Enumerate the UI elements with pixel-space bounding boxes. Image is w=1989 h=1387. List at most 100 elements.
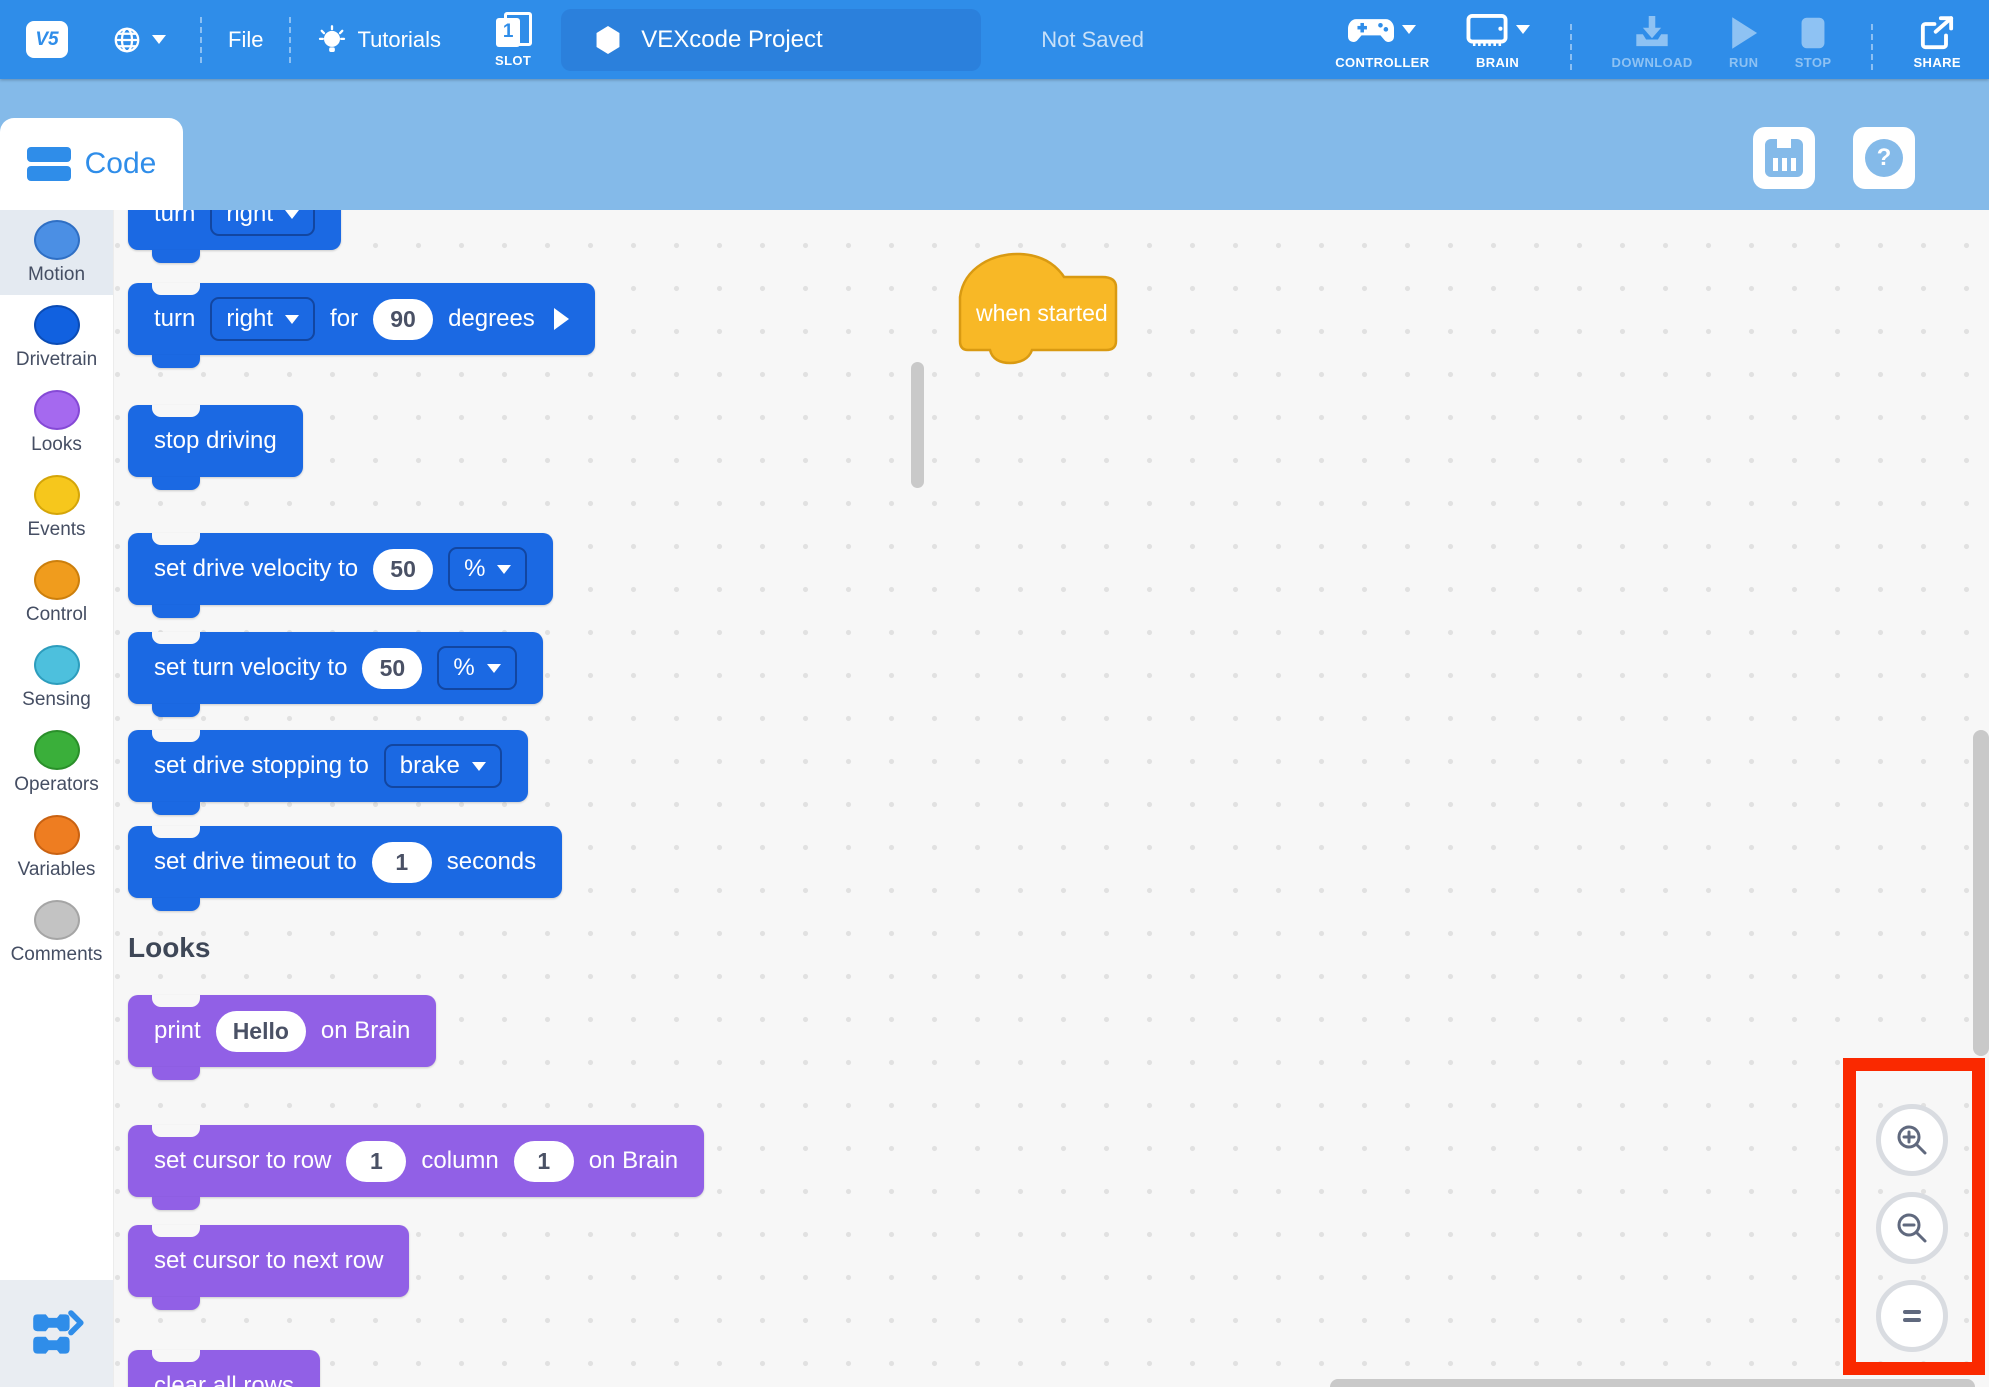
sidebar-item-looks[interactable]: Looks <box>0 380 113 465</box>
sidebar-item-label: Looks <box>31 433 82 455</box>
sidebar-item-drivetrain[interactable]: Drivetrain <box>0 295 113 380</box>
block-set-drive-stopping[interactable]: set drive stopping to brake <box>128 730 528 815</box>
toolbar-separator <box>1569 23 1572 70</box>
sidebar-item-label: Operators <box>14 773 99 795</box>
brain-menu[interactable]: BRAIN <box>1466 10 1530 70</box>
canvas-vertical-scrollbar[interactable] <box>1973 730 1989 1056</box>
zoom-in-icon <box>1897 1125 1927 1155</box>
block-text: on Brain <box>320 1017 411 1044</box>
expand-arrow-icon[interactable] <box>553 308 569 330</box>
sidebar-item-motion[interactable]: Motion <box>0 210 113 295</box>
block-set-cursor-next-row[interactable]: set cursor to next row <box>128 1225 410 1310</box>
stop-button[interactable]: STOP <box>1795 16 1832 70</box>
block-text: on Brain <box>588 1147 679 1174</box>
zoom-out-button[interactable] <box>1876 1192 1948 1264</box>
tab-code-label: Code <box>84 147 157 180</box>
blocks-workspace: Motion Drivetrain Looks Events Control S… <box>0 210 1989 1387</box>
vex-logo[interactable]: V5 <box>26 21 68 58</box>
help-button[interactable]: ? <box>1853 127 1915 189</box>
sidebar-item-sensing[interactable]: Sensing <box>0 635 113 720</box>
tutorials-button[interactable]: Tutorials <box>317 24 441 56</box>
download-label: DOWNLOAD <box>1611 54 1693 70</box>
share-button[interactable]: SHARE <box>1913 15 1961 70</box>
controller-icon <box>1348 18 1395 42</box>
code-header: Code ? <box>0 79 1989 210</box>
dropdown-value: right <box>226 210 274 227</box>
share-icon <box>1921 15 1954 49</box>
caret-down-icon <box>1515 25 1530 34</box>
block-set-drive-velocity[interactable]: set drive velocity to 50 % <box>128 533 554 618</box>
block-set-turn-velocity[interactable]: set turn velocity to 50 % <box>128 632 543 717</box>
caret-down-icon <box>1402 25 1417 34</box>
tab-code[interactable]: Code <box>0 118 183 210</box>
unit-dropdown[interactable]: % <box>437 646 517 690</box>
comments-category-icon <box>33 899 80 940</box>
vex-logo-text: V5 <box>35 28 59 50</box>
canvas-horizontal-scrollbar[interactable] <box>1330 1379 1975 1387</box>
block-print-on-brain[interactable]: print Hello on Brain <box>128 995 437 1080</box>
print-text-input[interactable]: Hello <box>215 1010 306 1052</box>
zoom-reset-button[interactable] <box>1876 1280 1948 1352</box>
share-label: SHARE <box>1913 54 1961 70</box>
run-label: RUN <box>1729 54 1759 70</box>
sidebar-item-operators[interactable]: Operators <box>0 720 113 805</box>
stop-icon <box>1801 17 1825 48</box>
zoom-reset-icon <box>1903 1310 1921 1322</box>
drivetrain-category-icon <box>33 304 80 345</box>
block-clear-all-rows[interactable]: clear all rows <box>128 1350 321 1387</box>
play-icon <box>1731 16 1757 49</box>
caret-down-icon <box>486 663 501 673</box>
timeout-input[interactable]: 1 <box>371 841 432 883</box>
sidebar-item-label: Sensing <box>22 688 91 710</box>
zoom-in-button[interactable] <box>1876 1104 1948 1176</box>
row-input[interactable]: 1 <box>346 1140 407 1182</box>
brain-icon <box>1466 13 1508 46</box>
sidebar-item-control[interactable]: Control <box>0 550 113 635</box>
block-text: column <box>421 1147 499 1174</box>
degrees-input[interactable]: 90 <box>373 298 434 340</box>
block-set-drive-timeout[interactable]: set drive timeout to 1 seconds <box>128 826 563 911</box>
run-button[interactable]: RUN <box>1729 16 1759 70</box>
block-text: print <box>154 1017 201 1044</box>
column-input[interactable]: 1 <box>513 1140 574 1182</box>
palette-scrollbar[interactable] <box>911 362 924 488</box>
direction-dropdown[interactable]: right <box>210 297 316 341</box>
block-text: set drive stopping to <box>154 752 369 779</box>
slot-selector[interactable]: 1 SLOT <box>495 11 533 68</box>
toolbar-separator <box>200 16 202 63</box>
block-stop-driving[interactable]: stop driving <box>128 405 303 490</box>
unit-dropdown[interactable]: % <box>448 547 528 591</box>
operators-category-icon <box>33 729 80 770</box>
slot-number: 1 <box>502 21 514 42</box>
velocity-input[interactable]: 50 <box>362 647 423 689</box>
velocity-input[interactable]: 50 <box>373 548 434 590</box>
hat-block-shape <box>958 252 1118 365</box>
help-glyph-text: ? <box>1876 144 1892 171</box>
console-button[interactable] <box>1753 127 1815 189</box>
when-started-block[interactable]: when started <box>952 247 1122 367</box>
sidebar-item-events[interactable]: Events <box>0 465 113 550</box>
language-menu[interactable] <box>112 25 166 55</box>
block-text: clear all rows <box>154 1372 295 1387</box>
controller-menu[interactable]: CONTROLLER <box>1335 10 1429 70</box>
block-turn[interactable]: turn right <box>128 210 342 263</box>
sidebar-item-comments[interactable]: Comments <box>0 890 113 975</box>
top-toolbar: V5 File Tutorials 1 SLOT <box>0 0 1989 79</box>
block-text: turn <box>154 210 196 227</box>
file-menu[interactable]: File <box>228 27 263 53</box>
sidebar-item-label: Motion <box>27 263 86 285</box>
controller-label: CONTROLLER <box>1335 54 1430 70</box>
block-text: set drive timeout to <box>154 848 357 875</box>
block-text: stop driving <box>154 427 277 454</box>
block-turn-for-degrees[interactable]: turn right for 90 degrees <box>128 283 595 368</box>
dropdown-value: brake <box>399 752 460 779</box>
download-button[interactable]: DOWNLOAD <box>1611 15 1693 70</box>
block-text: degrees <box>448 305 535 332</box>
project-name-button[interactable]: VEXcode Project <box>561 8 982 71</box>
block-set-cursor-row-column[interactable]: set cursor to row 1 column 1 on Brain <box>128 1125 705 1210</box>
sidebar-item-label: Drivetrain <box>15 348 98 370</box>
toggle-text-blocks-button[interactable] <box>0 1280 113 1387</box>
sidebar-item-variables[interactable]: Variables <box>0 805 113 890</box>
direction-dropdown[interactable]: right <box>210 210 316 236</box>
stopping-mode-dropdown[interactable]: brake <box>383 744 502 788</box>
